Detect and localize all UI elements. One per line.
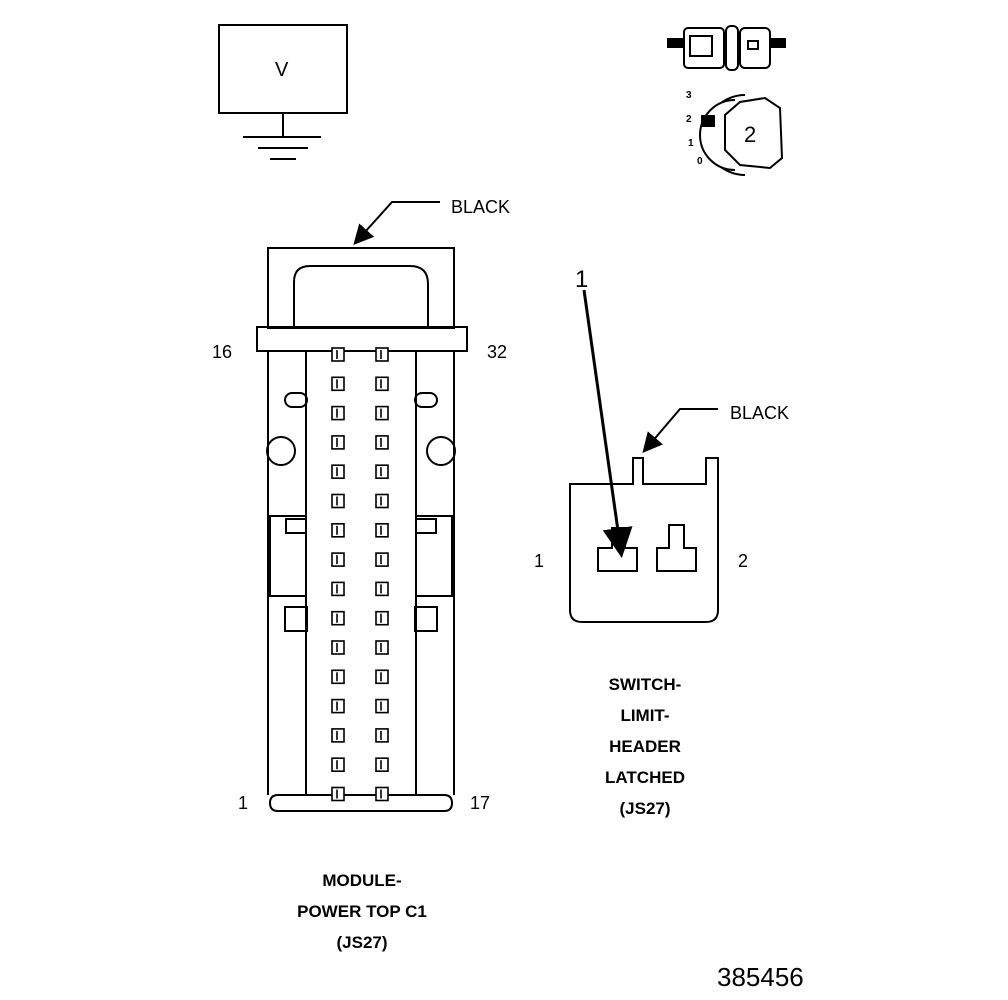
c1-caption-line-2: POWER TOP C1 [297, 902, 427, 921]
c1-pin-cavity [375, 493, 389, 509]
switch-caption-line-5: (JS27) [619, 799, 671, 818]
c1-pin-cavity [331, 405, 345, 421]
c1-caption: MODULE- POWER TOP C1 (JS27) [262, 865, 462, 958]
switch-callout-leader [582, 289, 633, 558]
c1-pin-cavity [375, 786, 389, 802]
c1-pin-cavity [331, 464, 345, 480]
switch-pin-2-label: 2 [738, 551, 749, 571]
c1-connector-body [256, 247, 468, 812]
voltmeter-symbol [218, 24, 348, 160]
c1-pin-cavity [331, 786, 345, 802]
switch-caption-line-4: LATCHED [605, 768, 685, 787]
c1-pin-cavity [375, 757, 389, 773]
c1-pin-cavity [375, 435, 389, 450]
ignition-position-0: 0 [697, 156, 703, 167]
ignition-switch-icon [699, 94, 784, 176]
switch-connector-body [569, 457, 719, 623]
c1-pin-cavity [331, 669, 345, 685]
switch-color-leader [642, 408, 718, 454]
c1-pin-16-label: 16 [212, 342, 233, 362]
c1-pin-cavity [331, 376, 345, 392]
c1-pin-cavity [331, 698, 345, 714]
c1-pin-cavity [331, 728, 345, 743]
switch-caption-line-1: SWITCH- [608, 675, 682, 694]
switch-callout-number: 1 [575, 266, 589, 293]
c1-pin-cavity [331, 522, 345, 538]
figure-number: 385456 [717, 962, 804, 992]
c1-pin-cavity [331, 757, 345, 773]
c1-pin-cavity [375, 522, 389, 538]
c1-pin-cavity [331, 610, 345, 626]
c1-pin-cavity [375, 405, 389, 421]
voltmeter-label: V [275, 59, 289, 81]
c1-caption-line-1: MODULE- [322, 871, 402, 890]
c1-pin-cavity [375, 640, 389, 655]
connector-plug-icon [667, 25, 786, 71]
c1-pin-cavity [375, 698, 389, 714]
c1-pin-cavity [331, 435, 345, 450]
c1-pin-cavity [375, 610, 389, 626]
c1-pin-cavity [331, 640, 345, 655]
c1-pin-17-label: 17 [470, 793, 491, 813]
c1-color-leader [353, 201, 440, 245]
ignition-position-1: 1 [688, 138, 694, 149]
c1-pin-cavity [331, 493, 345, 509]
c1-pin-cavity [375, 669, 389, 685]
c1-pin-cavity [331, 552, 345, 567]
c1-pin-cavity [331, 347, 345, 362]
switch-color-label: BLACK [730, 403, 790, 423]
ignition-position-3: 3 [686, 90, 692, 101]
switch-caption: SWITCH- LIMIT- HEADER LATCHED (JS27) [545, 669, 745, 824]
c1-pin-32-label: 32 [487, 342, 508, 362]
c1-pin-cavity [331, 581, 345, 597]
switch-caption-line-3: HEADER [609, 737, 681, 756]
c1-caption-line-3: (JS27) [336, 933, 388, 952]
c1-pin-cavity [375, 376, 389, 392]
c1-pin-1-label: 1 [238, 793, 249, 813]
c1-pin-cavity [375, 581, 389, 597]
switch-caption-line-2: LIMIT- [620, 706, 670, 725]
c1-color-label: BLACK [451, 197, 511, 217]
c1-pin-cavity [375, 347, 389, 362]
c1-pin-cavity [375, 464, 389, 480]
ignition-position-2: 2 [686, 114, 692, 125]
c1-pin-cavity [375, 728, 389, 743]
c1-pin-grid [331, 347, 389, 802]
switch-pin-1-label: 1 [534, 551, 545, 571]
ignition-key-number: 2 [744, 122, 757, 147]
c1-pin-cavity [375, 552, 389, 567]
